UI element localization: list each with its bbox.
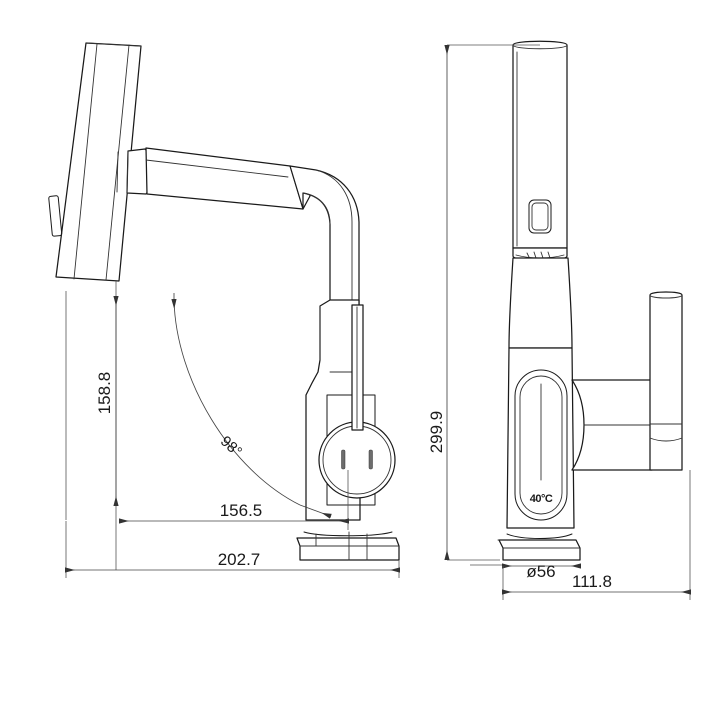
- side-elevation-view: 158.8 98° 156.5 202.7: [48, 42, 400, 578]
- temperature-reading: 40°C: [530, 493, 553, 505]
- dimension-label-158-8: 158.8: [95, 372, 114, 415]
- circular-lever-handle[interactable]: [318, 304, 396, 506]
- spray-head-button-front: [528, 199, 552, 234]
- base-plate: [296, 531, 400, 561]
- dimension-158-8: 158.8: [65, 281, 119, 570]
- body-column-front: [506, 347, 575, 529]
- dimension-dia-56: ø56: [470, 562, 581, 581]
- dimension-111-8: 111.8: [502, 470, 691, 600]
- dimension-299-9: 299.9: [427, 44, 540, 561]
- front-elevation-view: 40°C 299.: [427, 40, 691, 600]
- dimension-label-156-5: 156.5: [220, 501, 263, 520]
- dimension-156-5: 156.5: [119, 470, 349, 530]
- dimension-label-202-7: 202.7: [218, 550, 261, 569]
- dimension-label-111-8: 111.8: [572, 572, 612, 591]
- dimension-label-98: 98°: [217, 433, 245, 461]
- base-plate-front: [497, 533, 581, 561]
- dimension-label-dia-56: ø56: [526, 562, 555, 581]
- spout-elbow: [289, 165, 360, 306]
- spout-arm: [145, 147, 311, 210]
- dimension-202-7: 202.7: [65, 521, 400, 578]
- temperature-display: 40°C: [514, 369, 568, 521]
- spray-head-front: [512, 40, 568, 249]
- body-neck-front: [508, 257, 573, 349]
- side-lever-handle[interactable]: [571, 291, 683, 471]
- spray-head-button: [48, 195, 63, 237]
- dimension-label-299-9: 299.9: [427, 411, 446, 454]
- pull-out-spray-head: [48, 42, 142, 282]
